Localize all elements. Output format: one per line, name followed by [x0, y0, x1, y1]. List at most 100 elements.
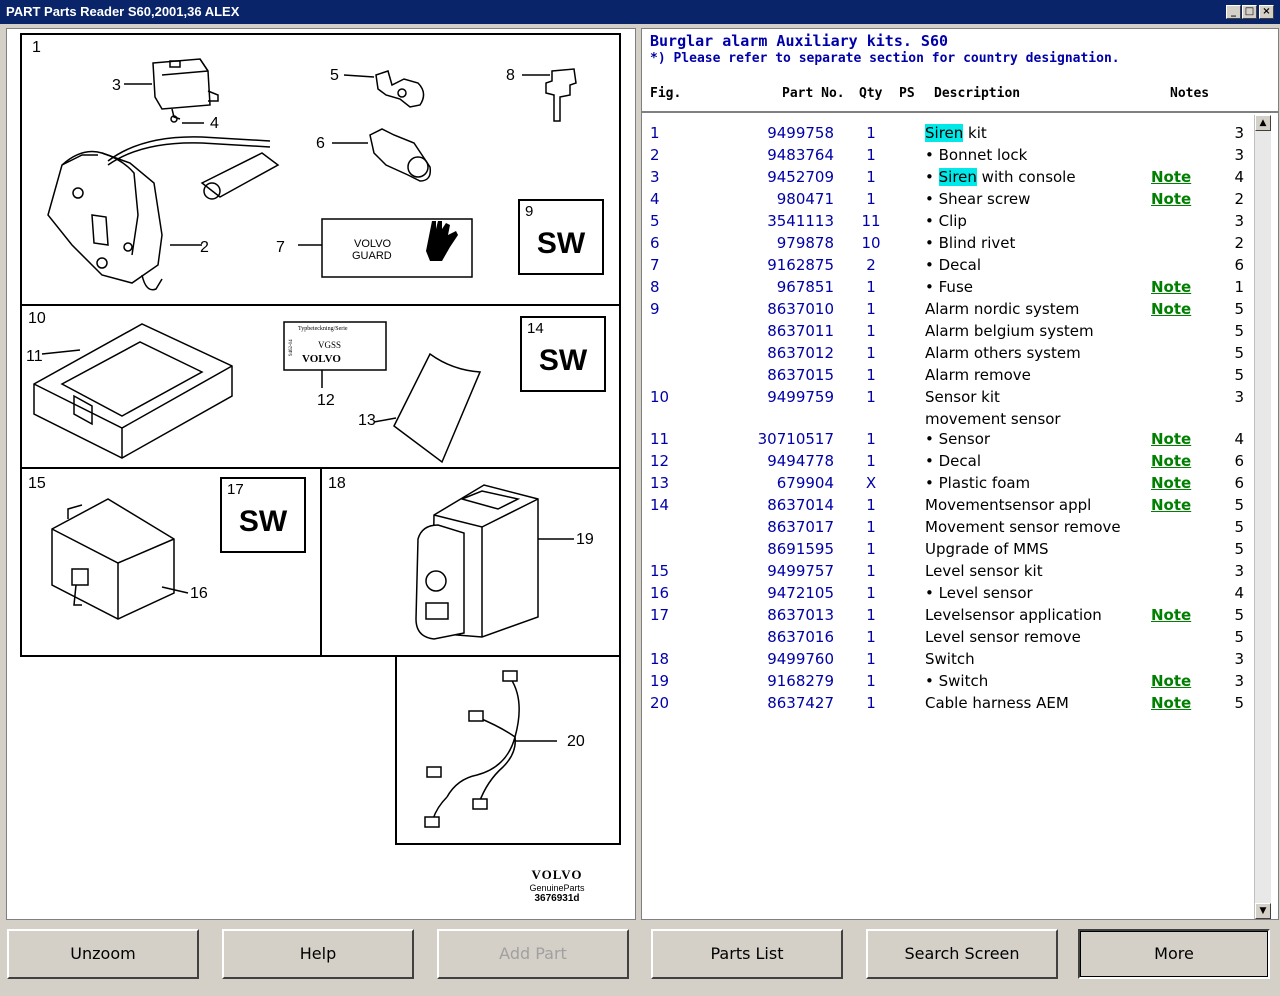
description-text: Decal	[938, 256, 982, 274]
fig-cell: 13	[650, 474, 670, 492]
part-number-cell: 8691595	[767, 540, 834, 558]
vertical-scrollbar[interactable]: ▲ ▼	[1254, 115, 1271, 919]
fig-label-10: 10	[28, 310, 46, 327]
col-header-description[interactable]: Description	[934, 86, 1021, 101]
fig-label-15: 15	[28, 475, 46, 492]
illustration-panel[interactable]: 1 3 4 5 8 6 2 7	[6, 28, 636, 920]
fig-cell: 5	[650, 212, 660, 230]
fig-cell: 14	[650, 496, 670, 514]
fig-cell: 7	[650, 256, 660, 274]
add-part-button[interactable]: Add Part	[437, 929, 629, 979]
col-header-notes[interactable]: Notes	[1170, 86, 1210, 101]
bullet-icon: •	[925, 146, 939, 164]
movement-sensor-drawing: Typbeteckning/Serie VGSS VOLVO 9462-04	[33, 321, 482, 464]
description-text: Level sensor remove	[925, 628, 1081, 646]
fig-cell: 11	[650, 430, 670, 448]
note-link[interactable]: Note	[1151, 190, 1192, 208]
description-cell: Level sensor kit	[925, 560, 1043, 582]
help-button[interactable]: Help	[222, 929, 414, 979]
reference-cell: 4	[1234, 168, 1244, 186]
minimize-icon[interactable]: _	[1226, 5, 1241, 19]
reference-cell: 5	[1234, 366, 1244, 384]
description-text: Sensor kit	[925, 388, 1000, 406]
close-icon[interactable]: ×	[1259, 5, 1274, 19]
svg-text:Typbeteckning/Serie: Typbeteckning/Serie	[298, 326, 348, 332]
scroll-down-icon[interactable]: ▼	[1255, 903, 1271, 919]
fig-cell: 12	[650, 452, 670, 470]
scroll-up-icon[interactable]: ▲	[1255, 115, 1271, 131]
description-cell: Level sensor remove	[925, 626, 1081, 648]
note-link[interactable]: Note	[1151, 474, 1192, 492]
col-header-part-no[interactable]: Part No.	[782, 86, 845, 101]
note-link[interactable]: Note	[1151, 452, 1192, 470]
note-link[interactable]: Note	[1151, 300, 1192, 318]
maximize-icon[interactable]: □	[1242, 5, 1257, 19]
header-divider	[642, 111, 1278, 113]
note-link[interactable]: Note	[1151, 496, 1192, 514]
col-header-qty[interactable]: Qty	[859, 86, 883, 101]
figure-group-20: 20	[395, 655, 621, 845]
description-text: Decal	[938, 452, 982, 470]
unzoom-button[interactable]: Unzoom	[7, 929, 199, 979]
col-header-ps[interactable]: PS	[899, 86, 915, 101]
search-screen-button[interactable]: Search Screen	[866, 929, 1058, 979]
description-text: Shear screw	[938, 190, 1031, 208]
qty-cell: 1	[866, 300, 876, 318]
description-cell: • Siren with console	[925, 166, 1076, 188]
description-text: Switch	[938, 672, 989, 690]
fig-cell: 3	[650, 168, 660, 186]
note-link[interactable]: Note	[1151, 606, 1192, 624]
more-button[interactable]: More	[1078, 929, 1270, 979]
part-number-cell: 9499757	[767, 562, 834, 580]
reference-cell: 1	[1234, 278, 1244, 296]
bullet-icon: •	[925, 430, 939, 448]
note-link[interactable]: Note	[1151, 694, 1192, 712]
reference-cell: 6	[1234, 474, 1244, 492]
fig-cell: 9	[650, 300, 660, 318]
siren-parts-drawing: VOLVO GUARD	[47, 58, 577, 291]
fig-cell: 2	[650, 146, 660, 164]
note-link[interactable]: Note	[1151, 672, 1192, 690]
parts-list-button[interactable]: Parts List	[651, 929, 843, 979]
description-text: Level sensor	[938, 584, 1033, 602]
qty-cell: 1	[866, 124, 876, 142]
reference-cell: 5	[1234, 694, 1244, 712]
note-link[interactable]: Note	[1151, 278, 1192, 296]
qty-cell: 2	[866, 256, 876, 274]
part-number-cell: 8637012	[767, 344, 834, 362]
note-link[interactable]: Note	[1151, 168, 1192, 186]
fig-label-12: 12	[317, 392, 335, 409]
col-header-fig[interactable]: Fig.	[650, 86, 682, 101]
note-link[interactable]: Note	[1151, 430, 1192, 448]
qty-cell: 1	[866, 672, 876, 690]
part-number-cell: 9483764	[767, 146, 834, 164]
qty-cell: 1	[866, 628, 876, 646]
